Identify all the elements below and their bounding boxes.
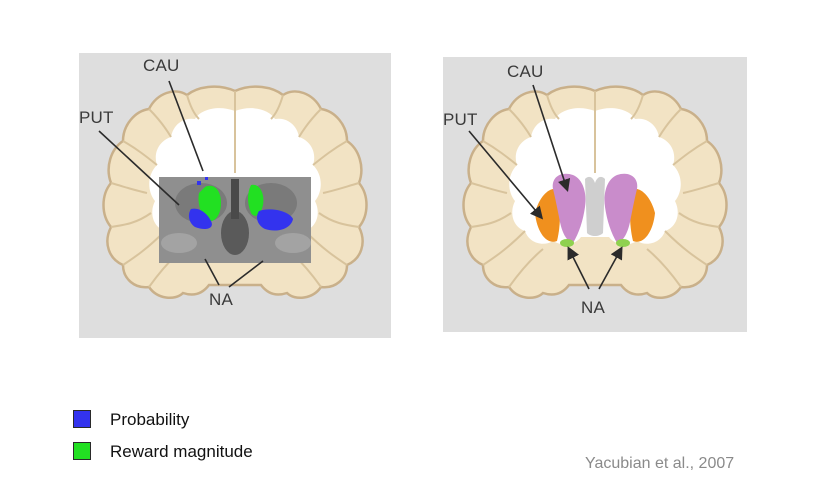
citation: Yacubian et al., 2007 bbox=[585, 455, 735, 472]
label-na: NA bbox=[209, 290, 234, 309]
legend-item-probability: Probability bbox=[73, 410, 189, 428]
activation-blue-left bbox=[188, 208, 212, 229]
pointer-na-left bbox=[204, 258, 220, 286]
label-na: NA bbox=[581, 298, 606, 317]
arrow-na-right bbox=[598, 246, 623, 290]
brain-figure-schematic: CAU PUT NA bbox=[443, 57, 747, 332]
ventricles bbox=[585, 176, 605, 236]
legend-item-reward-magnitude: Reward magnitude bbox=[73, 442, 253, 460]
pointer-cau bbox=[168, 80, 204, 172]
activation-blue-dot bbox=[205, 177, 208, 180]
activation-blue-dot bbox=[197, 181, 201, 185]
arrow-cau bbox=[532, 84, 571, 193]
sulci-lines bbox=[470, 91, 720, 288]
pointer-na-right bbox=[228, 260, 264, 288]
pointer-lines bbox=[98, 80, 264, 288]
brain-schematic-svg bbox=[443, 57, 747, 332]
nucleus-accumbens-right bbox=[616, 239, 630, 247]
brain-figure-fmri: CAU PUT NA bbox=[79, 53, 391, 338]
activation-blue-right bbox=[257, 209, 293, 231]
label-cau: CAU bbox=[143, 56, 180, 75]
legend-label-probability: Probability bbox=[110, 409, 190, 429]
caudate-right bbox=[604, 173, 638, 243]
brain-fmri-svg bbox=[79, 53, 391, 338]
label-put: PUT bbox=[443, 110, 478, 129]
arrow-na-left bbox=[567, 246, 590, 290]
putamen-right bbox=[630, 188, 655, 242]
pointer-arrows bbox=[468, 84, 623, 290]
activation-map bbox=[188, 177, 293, 231]
arrow-put bbox=[468, 130, 544, 220]
activation-green-right bbox=[248, 184, 264, 216]
nucleus-accumbens-left bbox=[560, 239, 574, 247]
label-cau: CAU bbox=[507, 62, 544, 81]
label-put: PUT bbox=[79, 108, 114, 127]
pointer-put bbox=[98, 130, 180, 206]
legend-swatch-probability bbox=[73, 410, 91, 428]
sulci-lines bbox=[110, 91, 360, 288]
legend-label-reward-magnitude: Reward magnitude bbox=[110, 441, 253, 461]
legend-swatch-reward-magnitude bbox=[73, 442, 91, 460]
putamen-left bbox=[535, 188, 560, 242]
